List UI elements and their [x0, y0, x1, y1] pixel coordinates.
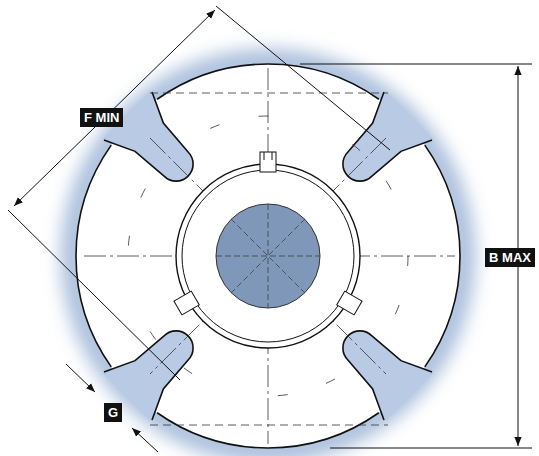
set-screws — [174, 152, 362, 315]
dimension-label: B MAX — [485, 248, 535, 267]
blue-halo — [74, 62, 462, 450]
flange-rim — [76, 64, 460, 448]
flange-disc — [76, 64, 460, 448]
hub — [176, 164, 360, 348]
dimension-label: G — [104, 403, 122, 422]
dimension-lines — [8, 6, 532, 452]
hidden-lines — [84, 68, 455, 444]
dimension-label: F MIN — [80, 108, 123, 127]
